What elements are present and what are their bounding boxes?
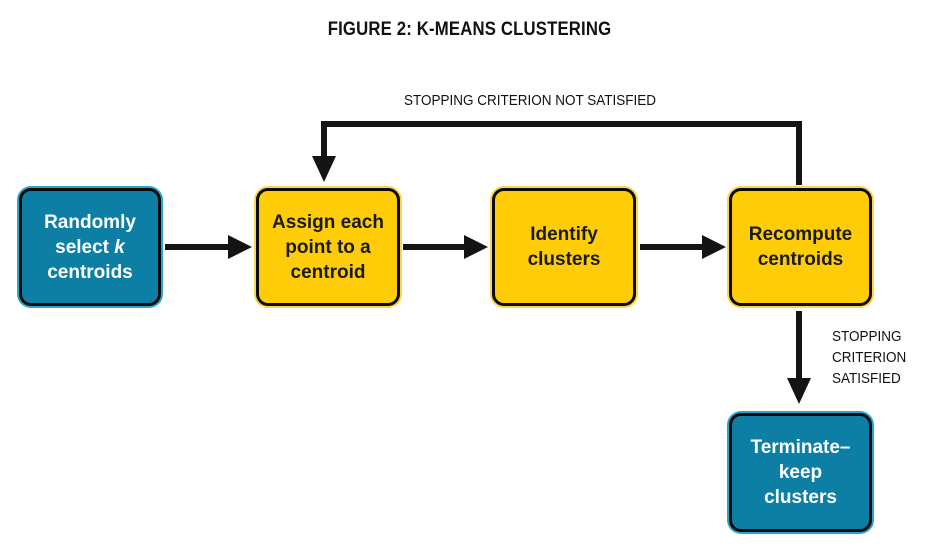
node-identify-line1: Identify [530, 224, 598, 245]
arrow-identify-to-recompute [640, 235, 726, 259]
node-randomly-select-k-centroids: Randomly select k centroids [19, 188, 161, 306]
edge-label-satisfied-line2: CRITERION [832, 349, 907, 366]
arrow-select-to-assign [165, 235, 252, 259]
node-assign-line3: centroid [290, 261, 366, 283]
node-assign-line1: Assign each [272, 211, 384, 233]
node-identify-label: Identify clusters [522, 222, 607, 272]
node-identify-clusters: Identify clusters [492, 188, 636, 306]
node-assign-point-to-centroid: Assign each point to a centroid [256, 188, 400, 306]
node-terminate-line2: keep [778, 462, 823, 483]
edge-label-satisfied-line1: STOPPING [832, 328, 902, 345]
arrow-recompute-to-terminate [787, 311, 811, 404]
node-assign-line2: point to a [285, 236, 371, 258]
node-recompute-line1: Recompute [748, 224, 853, 245]
node-randomly-select-line1: Randomly [44, 211, 136, 233]
node-randomly-select-label: Randomly select k centroids [38, 210, 142, 285]
node-terminate-label: Terminate– keep clusters [745, 435, 857, 510]
node-recompute-centroids: Recompute centroids [729, 188, 872, 306]
edge-label-satisfied: STOPPING CRITERION SATISFIED [832, 326, 906, 389]
node-recompute-line2: centroids [757, 249, 844, 270]
node-terminate-line3: clusters [764, 487, 837, 508]
node-recompute-label: Recompute centroids [743, 222, 858, 272]
node-randomly-select-line2: select [55, 236, 115, 258]
node-randomly-select-line3: centroids [47, 261, 133, 283]
edge-label-satisfied-line3: SATISFIED [832, 370, 901, 387]
arrow-loop-back [312, 121, 802, 185]
node-terminate-keep-clusters: Terminate– keep clusters [729, 413, 872, 532]
node-assign-label: Assign each point to a centroid [266, 210, 390, 285]
node-randomly-select-k: k [114, 236, 125, 258]
node-identify-line2: clusters [527, 249, 601, 270]
arrow-assign-to-identify [403, 235, 488, 259]
edge-label-not-satisfied: STOPPING CRITERION NOT SATISFIED [404, 92, 657, 109]
figure-title: FIGURE 2: K-MEANS CLUSTERING [327, 19, 612, 40]
node-terminate-line1: Terminate– [750, 437, 851, 458]
